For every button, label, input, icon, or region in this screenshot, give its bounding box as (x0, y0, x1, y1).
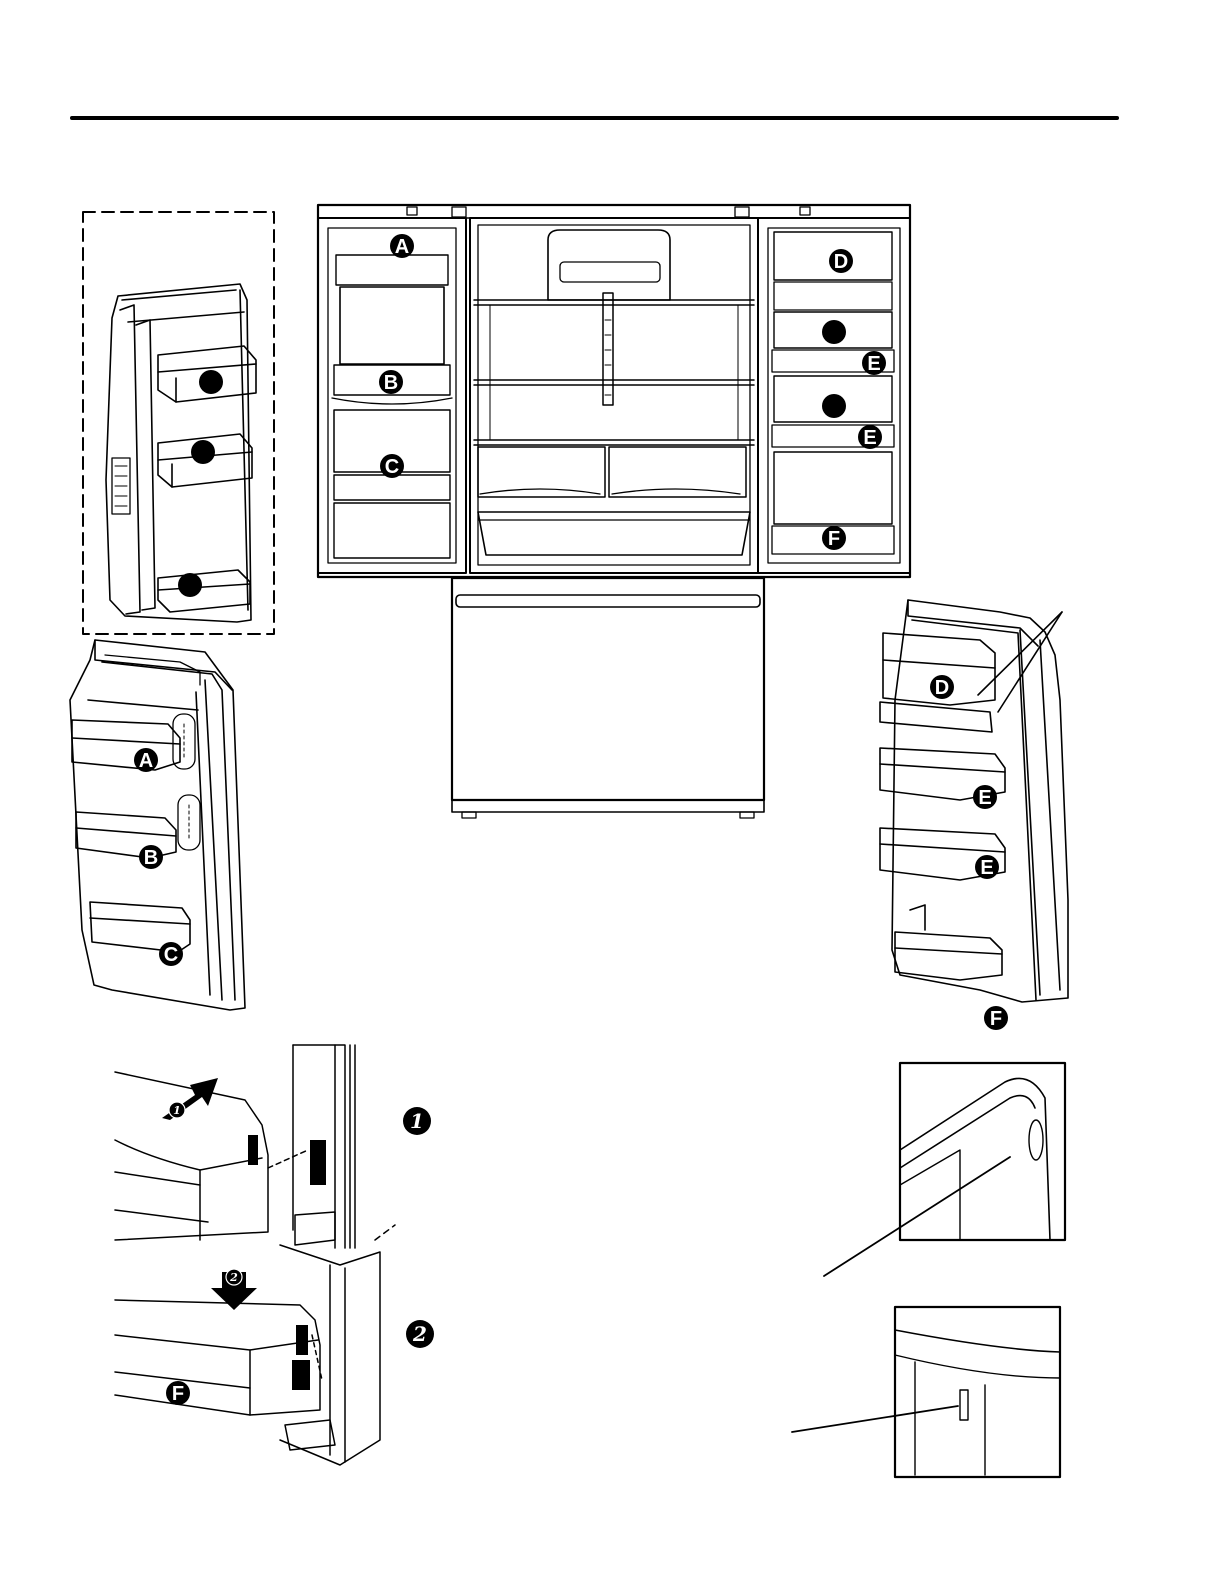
detail-inset-bin-corner (900, 1063, 1065, 1240)
svg-text:C: C (164, 944, 178, 966)
label-marker-f: F (984, 1006, 1008, 1030)
bin-marker (822, 394, 846, 418)
label-marker-e: E (862, 351, 886, 375)
svg-text:D: D (834, 251, 848, 273)
label-marker-f: F (822, 526, 846, 550)
freezer-drawer (452, 578, 764, 818)
dashed-inset-frame (83, 212, 274, 634)
step-marker-2: 2 (406, 1320, 434, 1348)
left-door (70, 640, 245, 1010)
bin-marker (178, 573, 202, 597)
svg-text:D: D (935, 677, 949, 699)
label-marker-c: C (159, 942, 183, 966)
label-marker-d: D (930, 675, 954, 699)
label-marker-e: E (858, 425, 882, 449)
detail-inset-mounting-peg (895, 1307, 1060, 1477)
label-marker-a: A (390, 234, 414, 258)
svg-text:E: E (978, 787, 991, 809)
alternate-left-door (106, 284, 256, 622)
label-marker-b: B (379, 370, 403, 394)
label-marker-e: E (973, 785, 997, 809)
svg-text:2: 2 (412, 1322, 427, 1346)
label-marker-c: C (380, 454, 404, 478)
svg-text:1: 1 (410, 1109, 424, 1133)
label-marker-e: E (975, 855, 999, 879)
svg-text:A: A (395, 236, 409, 258)
install-step-2-illustration (115, 1245, 380, 1465)
svg-text:E: E (863, 427, 876, 449)
svg-text:C: C (385, 456, 399, 478)
svg-text:2: 2 (229, 1271, 238, 1284)
svg-text:E: E (867, 353, 880, 375)
label-marker-b: B (139, 845, 163, 869)
svg-text:A: A (139, 750, 153, 772)
install-step-1-illustration (115, 1045, 395, 1248)
svg-text:1: 1 (173, 1104, 181, 1117)
svg-text:F: F (172, 1383, 184, 1405)
pointer-line (792, 1406, 958, 1432)
refrigerator-front-view (318, 205, 910, 577)
bin-marker (191, 440, 215, 464)
label-marker-d: D (829, 249, 853, 273)
arrow-step-marker-1: 1 (169, 1102, 185, 1118)
svg-text:E: E (980, 857, 993, 879)
svg-text:F: F (990, 1008, 1002, 1030)
bin-marker (822, 320, 846, 344)
label-marker-a: A (134, 748, 158, 772)
step-marker-1: 1 (403, 1107, 431, 1135)
arrow-step-marker-2: 2 (226, 1269, 242, 1285)
label-marker-f: F (166, 1381, 190, 1405)
svg-text:B: B (384, 372, 398, 394)
bin-marker (199, 370, 223, 394)
svg-text:B: B (144, 847, 158, 869)
svg-text:F: F (828, 528, 840, 550)
